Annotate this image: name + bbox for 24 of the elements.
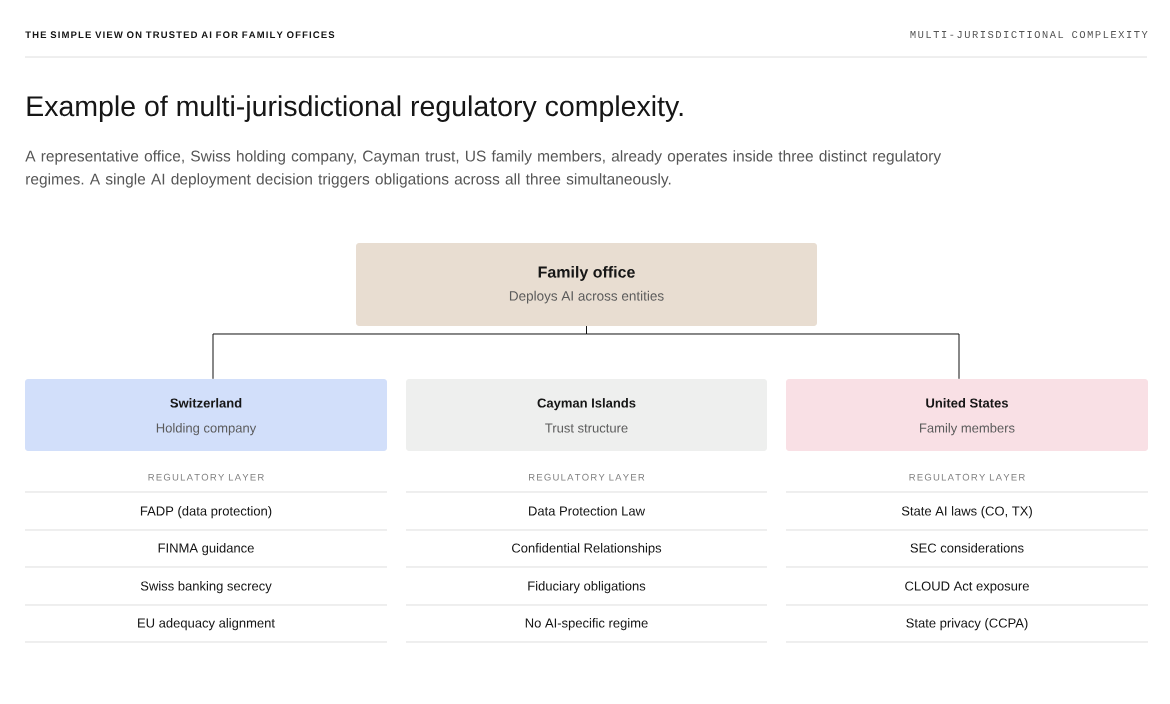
list-item: Data Protection Law bbox=[529, 506, 646, 516]
list-item: EU adequacy alignment bbox=[138, 618, 275, 631]
entity-box: Family office Deploys AI across entities bbox=[356, 243, 817, 326]
list-item: Swiss banking secrecy bbox=[140, 581, 272, 594]
header-text: MULTI-JURISDICTIONAL COMPLEXITY bbox=[910, 30, 1148, 39]
entity-box: Switzerland Holding company bbox=[25, 379, 387, 451]
entity-box: Cayman Islands Trust structure bbox=[406, 379, 767, 451]
list-item: CLOUD Act exposure bbox=[905, 581, 1029, 594]
list-item: SEC considerations bbox=[910, 543, 1024, 553]
list-item: Fiduciary obligations bbox=[528, 581, 646, 594]
column-heading: REGULATORY LAYER bbox=[909, 473, 1025, 481]
intro-paragraph: A representative office, Swiss holding company, Cayman trust, US family members, already operates inside three distinct regulatory regimes. A single AI deployment decision triggers obligations across all three simultaneously. bbox=[25, 150, 942, 188]
list-item: FADP (data protection) bbox=[140, 506, 272, 519]
header-text: THE SIMPLE VIEW ON TRUSTED AI FOR FAMILY OFFICES bbox=[25, 31, 335, 39]
entity-box: United States Family members bbox=[786, 379, 1148, 451]
column-heading: REGULATORY LAYER bbox=[148, 473, 264, 481]
list-item: FINMA guidance bbox=[158, 543, 254, 556]
list-item: State privacy (CCPA) bbox=[906, 618, 1028, 631]
column-heading: REGULATORY LAYER bbox=[529, 473, 645, 481]
connector-line bbox=[586, 325, 960, 380]
list-item: Confidential Relationships bbox=[512, 543, 662, 556]
list-item: No AI-specific regime bbox=[525, 618, 648, 631]
page-title: Example of multi-jurisdictional regulatory complexity. bbox=[27, 95, 683, 122]
list-item: State AI laws (CO, TX) bbox=[901, 506, 1032, 519]
